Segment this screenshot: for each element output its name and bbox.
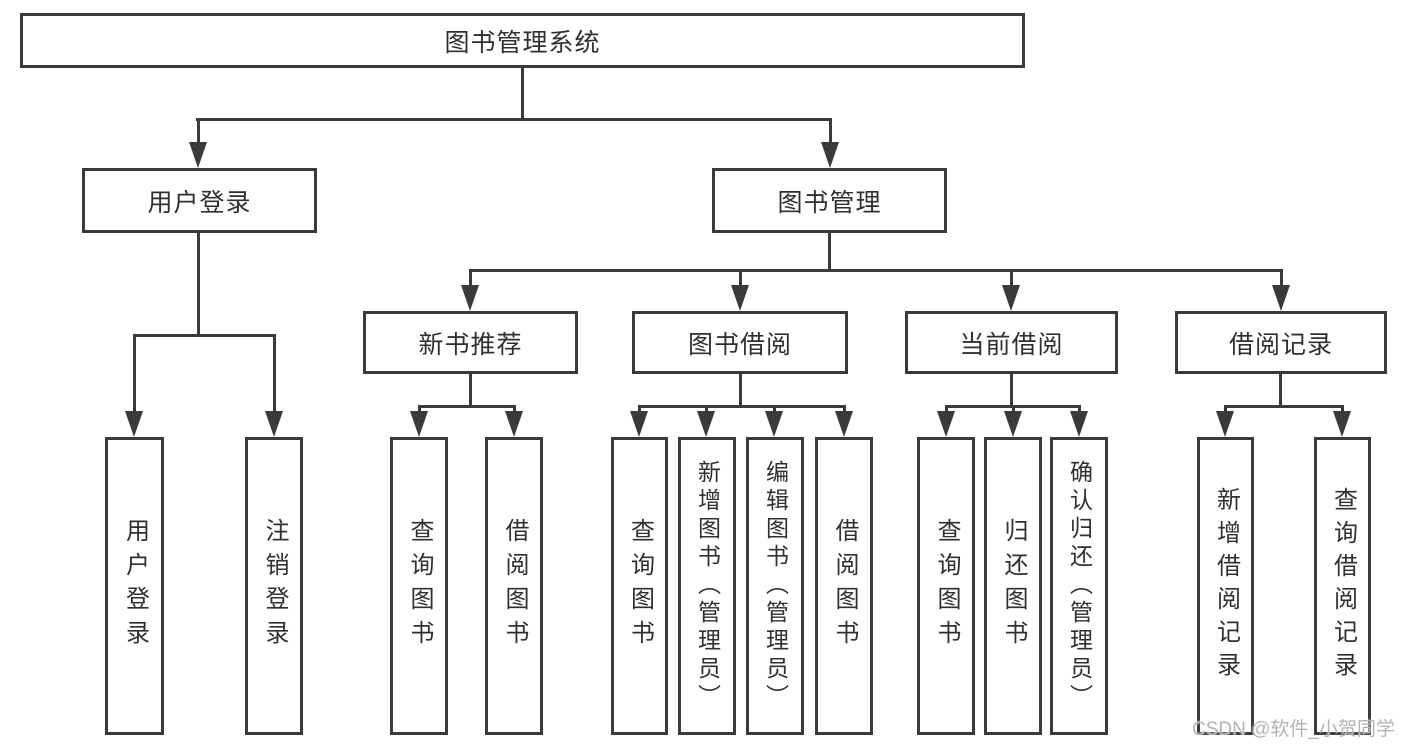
arrowhead xyxy=(1070,411,1088,437)
arrowhead xyxy=(410,411,428,437)
connector-line xyxy=(1224,405,1344,408)
arrowhead xyxy=(265,411,283,437)
connector-line xyxy=(273,337,276,415)
arrowhead xyxy=(765,411,783,437)
connector-line xyxy=(828,233,831,272)
leaf-borrow-books-recommend: 借阅图书 xyxy=(485,437,543,735)
connector-line xyxy=(133,337,136,415)
leaf-user-login: 用户登录 xyxy=(105,437,164,735)
connector-line xyxy=(469,272,472,288)
connector-line xyxy=(196,118,832,121)
leaf-label: 用户登录 xyxy=(121,518,149,654)
leaf-add-books-admin: 新增图书（管理员） xyxy=(678,437,736,735)
arrowhead xyxy=(189,142,207,168)
leaf-label: 编辑图书（管理员） xyxy=(762,460,789,712)
connector-line xyxy=(418,405,516,408)
node-borrow-records: 借阅记录 xyxy=(1175,311,1387,374)
node-label: 借阅记录 xyxy=(1228,330,1333,359)
arrowhead xyxy=(461,285,479,311)
connector-line xyxy=(638,405,846,408)
leaf-label: 查询图书 xyxy=(626,518,654,654)
arrowhead xyxy=(937,411,955,437)
connector-line xyxy=(133,334,276,337)
arrowhead xyxy=(835,411,853,437)
connector-line xyxy=(1010,374,1013,408)
node-new-book-recommend: 新书推荐 xyxy=(363,311,578,374)
connector-line xyxy=(739,374,742,408)
root-node: 图书管理系统 xyxy=(20,13,1025,68)
leaf-label: 查询图书 xyxy=(406,518,433,654)
leaf-query-borrow-record: 查询借阅记录 xyxy=(1314,437,1371,735)
leaf-label: 借阅图书 xyxy=(831,518,858,654)
arrowhead xyxy=(821,142,839,168)
arrowhead xyxy=(697,411,715,437)
watermark: CSDN @软件_小贺同学 xyxy=(1192,719,1395,740)
leaf-borrow-books: 借阅图书 xyxy=(815,437,873,735)
arrowhead xyxy=(1002,285,1020,311)
leaf-label: 注销登录 xyxy=(261,518,288,654)
node-label: 图书管理 xyxy=(777,188,882,217)
arrowhead xyxy=(505,411,523,437)
arrowhead xyxy=(125,411,143,437)
node-user-login: 用户登录 xyxy=(82,168,317,233)
leaf-edit-books-admin: 编辑图书（管理员） xyxy=(746,437,804,735)
node-book-borrow: 图书借阅 xyxy=(632,311,848,374)
connector-line xyxy=(1280,272,1283,288)
leaf-label: 借阅图书 xyxy=(501,518,528,654)
leaf-query-books-borrow: 查询图书 xyxy=(611,437,668,735)
arrowhead xyxy=(1004,411,1022,437)
node-label: 图书借阅 xyxy=(687,330,792,359)
arrowhead xyxy=(1216,411,1234,437)
connector-line xyxy=(197,121,200,147)
leaf-label: 确认归还（管理员） xyxy=(1066,460,1093,712)
leaf-confirm-return-admin: 确认归还（管理员） xyxy=(1050,437,1108,735)
leaf-label: 新增图书（管理员） xyxy=(694,460,721,712)
root-node-label: 图书管理系统 xyxy=(444,28,601,57)
connector-line xyxy=(469,269,1283,272)
leaf-query-books-recommend: 查询图书 xyxy=(390,437,448,735)
connector-line xyxy=(829,121,832,147)
leaf-label: 查询借阅记录 xyxy=(1329,487,1357,685)
leaf-label: 归还图书 xyxy=(1000,518,1027,654)
leaf-return-books: 归还图书 xyxy=(984,437,1042,735)
node-label: 当前借阅 xyxy=(959,330,1064,359)
connector-line xyxy=(1010,272,1013,288)
connector-line xyxy=(197,233,200,337)
leaf-label: 新增借阅记录 xyxy=(1212,487,1240,685)
node-label: 新书推荐 xyxy=(418,330,523,359)
node-book-management: 图书管理 xyxy=(712,168,947,233)
leaf-add-borrow-record: 新增借阅记录 xyxy=(1197,437,1254,735)
arrowhead xyxy=(630,411,648,437)
arrowhead xyxy=(731,285,749,311)
arrowhead xyxy=(1272,285,1290,311)
node-current-borrow: 当前借阅 xyxy=(905,311,1118,374)
leaf-logout: 注销登录 xyxy=(245,437,303,735)
connector-line xyxy=(1279,374,1282,408)
node-label: 用户登录 xyxy=(147,188,252,217)
connector-line xyxy=(739,272,742,288)
leaf-label: 查询图书 xyxy=(933,518,960,654)
connector-line xyxy=(521,68,524,118)
leaf-query-books-current: 查询图书 xyxy=(917,437,975,735)
connector-line xyxy=(469,374,472,408)
arrowhead xyxy=(1333,411,1351,437)
connector-line xyxy=(945,405,1081,408)
